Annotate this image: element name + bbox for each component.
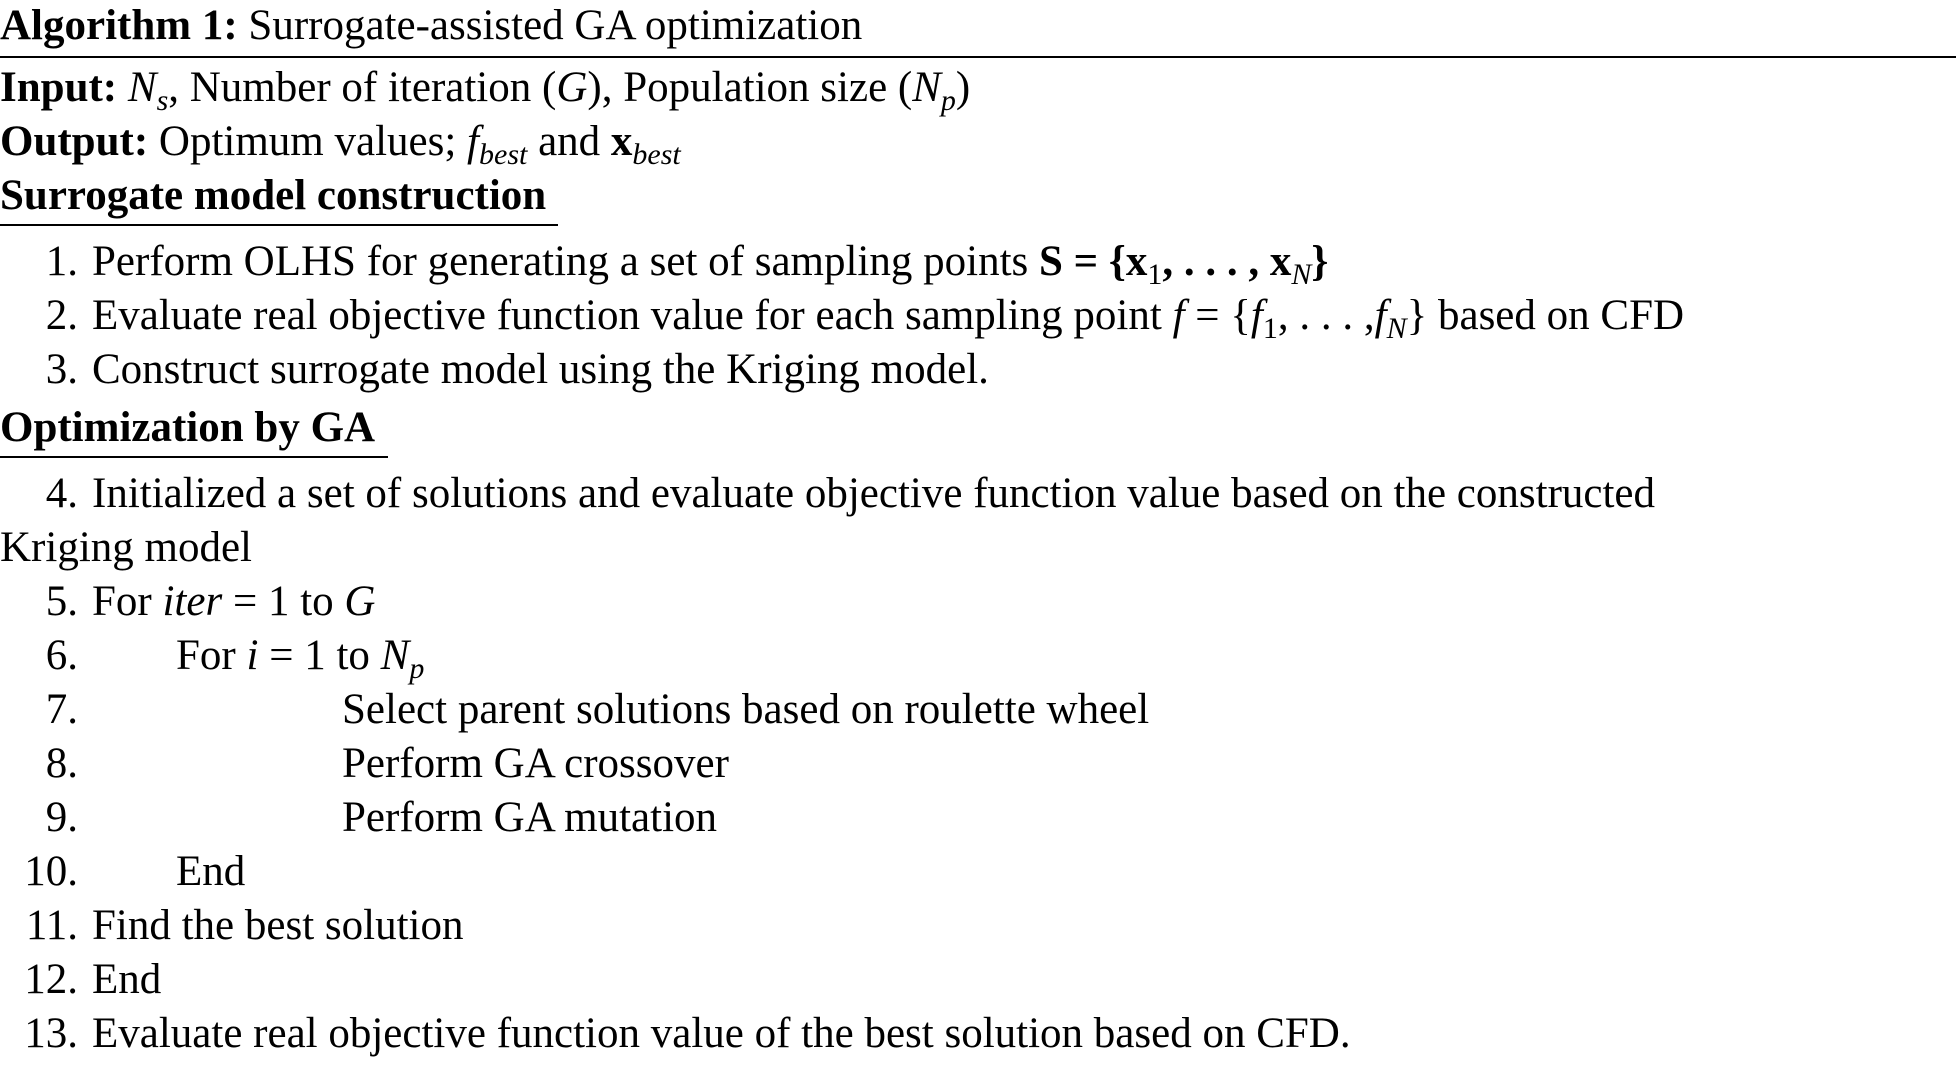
input-np: N xyxy=(912,64,941,111)
step-3-text: Construct surrogate model using the Krig… xyxy=(92,346,989,393)
step-2-mid: , . . . , xyxy=(1277,292,1375,339)
section-ga-heading: Optimization by GA xyxy=(0,404,376,451)
step-1: 1. Perform OLHS for generating a set of s… xyxy=(0,236,1329,291)
step-2-fn: f xyxy=(1374,292,1387,339)
step-6-sub: p xyxy=(409,652,425,685)
step-8-number: 8. xyxy=(45,740,78,787)
step-9-number: 9. xyxy=(45,794,78,841)
output-label: Output: xyxy=(0,118,149,165)
step-7-text: Select parent solutions based on roulett… xyxy=(342,686,1150,733)
step-11-number: 11. xyxy=(25,902,78,949)
step-1-math: S = {x xyxy=(1039,238,1148,285)
step-13-text: Evaluate real objective function value o… xyxy=(92,1010,1351,1057)
output-f-sub: best xyxy=(479,138,528,171)
output-x: x xyxy=(610,118,633,165)
input-text-2: ), Population size ( xyxy=(587,64,913,111)
step-2: 2. Evaluate real objective function value… xyxy=(0,290,1685,345)
step-5-eq: = 1 to xyxy=(222,578,345,625)
input-np-sub: p xyxy=(940,84,956,117)
step-10: 10. End xyxy=(0,846,245,898)
step-4-text: Initialized a set of solutions and evalu… xyxy=(92,470,1656,517)
step-11: 11. Find the best solution xyxy=(0,900,464,952)
step-2-f1: f xyxy=(1250,292,1263,339)
step-5-for: For xyxy=(92,578,163,625)
algorithm-label: Algorithm 1: xyxy=(0,2,238,49)
input-text-3: ) xyxy=(955,64,971,111)
output-line: Output: Optimum values; fbest and xbest xyxy=(0,116,681,171)
step-1-sub-1: 1 xyxy=(1147,258,1163,291)
step-3: 3. Construct surrogate model using the Kr… xyxy=(0,344,989,396)
step-1-math-end: } xyxy=(1311,238,1329,285)
step-2-text: Evaluate real objective function value f… xyxy=(92,292,1173,339)
section-ga-underline xyxy=(0,456,388,458)
step-6-eq: = 1 to xyxy=(258,632,381,679)
step-2-sub-1: 1 xyxy=(1262,312,1278,345)
step-10-number: 10. xyxy=(24,848,78,895)
step-5-number: 5. xyxy=(45,578,78,625)
step-6-var: i xyxy=(246,632,259,679)
algorithm-header: Algorithm 1: Surrogate-assisted GA optim… xyxy=(0,0,862,52)
step-12-text: End xyxy=(92,956,162,1003)
step-13-number: 13. xyxy=(24,1010,78,1057)
step-8-text: Perform GA crossover xyxy=(342,740,729,787)
input-label: Input: xyxy=(0,64,118,111)
step-7: 7. Select parent solutions based on roule… xyxy=(0,684,1149,736)
input-ns: N xyxy=(127,64,157,111)
step-2-number: 2. xyxy=(45,292,78,339)
step-6-n: N xyxy=(380,632,410,679)
step-1-text: Perform OLHS for generating a set of sam… xyxy=(92,238,1040,285)
input-g: G xyxy=(556,64,588,111)
step-5-var: iter xyxy=(162,578,223,625)
step-4-continuation: Kriging model xyxy=(0,524,252,571)
step-4-number: 4. xyxy=(45,470,78,517)
step-5-g: G xyxy=(344,578,376,625)
input-text-1: , Number of iteration ( xyxy=(168,64,557,111)
step-12: 12. End xyxy=(0,954,161,1006)
step-9: 9. Perform GA mutation xyxy=(0,792,717,844)
output-x-sub: best xyxy=(632,138,681,171)
section-surrogate-underline xyxy=(0,224,558,226)
output-f: f xyxy=(467,118,479,165)
step-9-text: Perform GA mutation xyxy=(342,794,718,841)
step-12-number: 12. xyxy=(24,956,78,1003)
step-6-number: 6. xyxy=(45,632,78,679)
step-2-sub-n: N xyxy=(1386,312,1407,345)
step-2-f: f xyxy=(1172,292,1185,339)
input-line: Input: Ns, Number of iteration (G), Popu… xyxy=(0,62,971,117)
output-and: and xyxy=(527,118,611,165)
step-5: 5. For iter = 1 to G xyxy=(0,576,376,628)
input-ns-sub: s xyxy=(156,84,169,117)
step-1-math-mid: , . . . , x xyxy=(1162,238,1292,285)
step-11-text: Find the best solution xyxy=(92,902,464,949)
step-1-number: 1. xyxy=(45,238,78,285)
step-8: 8. Perform GA crossover xyxy=(0,738,729,790)
algorithm-title: Surrogate-assisted GA optimization xyxy=(248,2,863,49)
step-10-text: End xyxy=(176,848,246,895)
step-3-number: 3. xyxy=(45,346,78,393)
step-6: 6. For i = 1 to Np xyxy=(0,630,425,685)
step-2-eq: = { xyxy=(1184,292,1251,339)
step-1-sub-n: N xyxy=(1291,258,1312,291)
step-4: 4. Initialized a set of solutions and eva… xyxy=(0,468,1655,520)
output-text: Optimum values; xyxy=(158,118,468,165)
step-6-for: For xyxy=(176,632,247,679)
header-rule xyxy=(0,56,1956,58)
step-7-number: 7. xyxy=(45,686,78,733)
step-13: 13. Evaluate real objective function valu… xyxy=(0,1008,1351,1060)
section-surrogate-heading: Surrogate model construction xyxy=(0,172,547,219)
step-2-end: } based on CFD xyxy=(1406,292,1685,339)
